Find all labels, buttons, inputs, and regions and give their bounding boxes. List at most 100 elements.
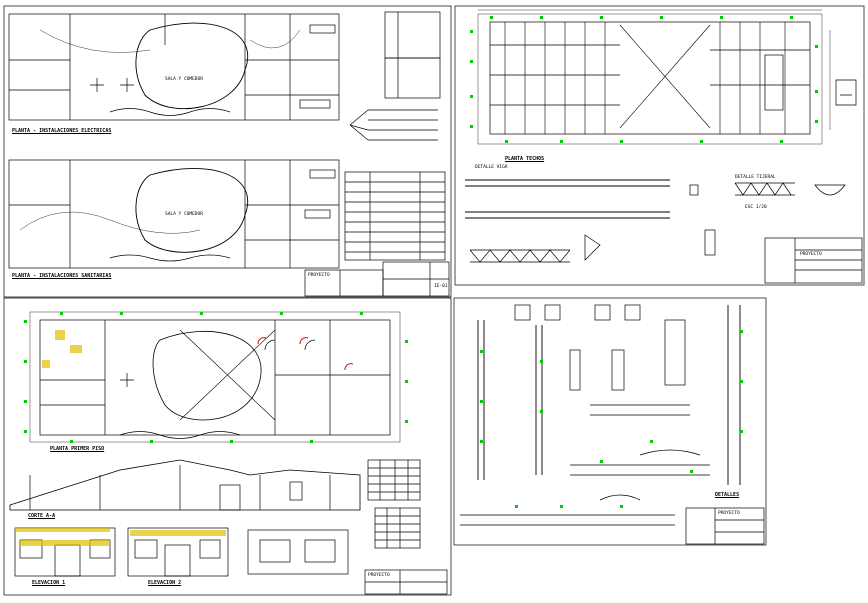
panel-bottom-left-border — [3, 297, 452, 596]
dimension-marker — [280, 312, 283, 315]
electrical-plan — [8, 13, 340, 121]
cartouche-tl-sheet: IE-01 — [434, 284, 448, 289]
dimension-marker — [480, 350, 483, 353]
cartouche-br-project: PROYECTO — [718, 511, 740, 516]
dimension-marker — [405, 380, 408, 383]
dimension-marker — [620, 140, 623, 143]
dimension-marker — [560, 140, 563, 143]
dimension-marker — [740, 330, 743, 333]
building-section — [9, 459, 361, 511]
top-left-cartouche — [304, 261, 450, 297]
cartouche-bl-project: PROYECTO — [368, 573, 390, 578]
dimension-marker — [505, 140, 508, 143]
room-label-sanitary: SALA Y COMEDOR — [165, 212, 203, 217]
dimension-marker — [24, 400, 27, 403]
hatch-fill — [130, 530, 226, 536]
dimension-marker — [780, 140, 783, 143]
dimension-marker — [660, 16, 663, 19]
dimension-marker — [690, 470, 693, 473]
dimension-marker — [480, 440, 483, 443]
roof-truss-title: DETALLE TIJERAL — [735, 175, 776, 180]
sanitary-plan — [8, 159, 340, 269]
dimension-marker — [24, 360, 27, 363]
bottom-left-cartouche — [364, 569, 448, 595]
dimension-marker — [405, 340, 408, 343]
dimension-marker — [470, 60, 473, 63]
dimension-marker — [470, 30, 473, 33]
dimension-marker — [540, 410, 543, 413]
dimension-marker — [150, 440, 153, 443]
dimension-marker — [515, 505, 518, 508]
elevation-1-title: ELEVACION 1 — [32, 580, 66, 586]
dimension-marker — [740, 430, 743, 433]
roof-detail-title: DETALLE VIGA — [475, 165, 508, 170]
panel-bottom-right-border — [453, 297, 767, 546]
dimension-marker — [310, 440, 313, 443]
hatch-fill — [20, 540, 110, 546]
dimension-marker — [480, 400, 483, 403]
dimension-marker — [815, 90, 818, 93]
elevation-2-title: ELEVACION 2 — [148, 580, 182, 586]
first-floor-plan — [29, 311, 401, 443]
bottom-right-cartouche — [685, 507, 765, 545]
dimension-marker — [120, 312, 123, 315]
top-right-cartouche — [764, 237, 863, 284]
dimension-marker — [470, 125, 473, 128]
hatch-fill — [70, 345, 82, 353]
roof-plan-title: PLANTA TECHOS — [505, 156, 545, 162]
cartouche-tl-project: PROYECTO — [308, 273, 330, 278]
hatch-fill — [42, 360, 50, 368]
panel-top-left-border — [3, 5, 452, 298]
sanitary-legend — [344, 171, 446, 261]
sanitary-plan-title: PLANTA - INSTALACIONES SANITARIAS — [12, 273, 112, 279]
dimension-marker — [740, 380, 743, 383]
dimension-marker — [600, 16, 603, 19]
dimension-marker — [560, 505, 563, 508]
room-label-sala: SALA Y COMEDOR — [165, 77, 203, 82]
dimension-marker — [24, 430, 27, 433]
elevation-rear — [247, 529, 349, 575]
dimension-marker — [790, 16, 793, 19]
dimension-marker — [600, 460, 603, 463]
dimension-marker — [700, 140, 703, 143]
dimension-marker — [70, 440, 73, 443]
details-title: DETALLES — [715, 492, 740, 498]
dimension-marker — [470, 95, 473, 98]
dimension-marker — [815, 120, 818, 123]
dimension-marker — [360, 312, 363, 315]
dimension-marker — [200, 312, 203, 315]
cartouche-tr-project: PROYECTO — [800, 252, 822, 257]
dimension-marker — [490, 16, 493, 19]
electrical-legend — [349, 11, 441, 141]
dimension-marker — [620, 505, 623, 508]
dimension-marker — [650, 440, 653, 443]
roof-scale-label: ESC 1/20 — [745, 205, 767, 210]
roof-details — [465, 179, 846, 263]
dimension-marker — [24, 320, 27, 323]
elevation-front — [14, 527, 116, 577]
dimension-marker — [230, 440, 233, 443]
door-swing-mark — [257, 337, 267, 345]
door-swing-mark — [344, 363, 354, 371]
dimension-marker — [405, 420, 408, 423]
dimension-marker — [60, 312, 63, 315]
dimension-marker — [540, 360, 543, 363]
section-a-title: CORTE A-A — [28, 513, 56, 519]
hatch-fill — [15, 528, 110, 532]
annotation-accents — [15, 16, 818, 546]
schedule-table-2 — [374, 507, 421, 549]
construction-details — [460, 304, 741, 526]
panel-top-right-border — [454, 5, 865, 286]
door-swing-mark — [299, 337, 309, 345]
schedule-table-1 — [367, 459, 421, 501]
dimension-marker — [720, 16, 723, 19]
first-floor-plan-title: PLANTA PRIMER PISO — [50, 446, 105, 452]
dimension-marker — [540, 16, 543, 19]
electrical-plan-title: PLANTA - INSTALACIONES ELECTRICAS — [12, 128, 112, 134]
dimension-marker — [815, 45, 818, 48]
roof-plan — [477, 9, 857, 145]
elevation-side — [127, 527, 229, 577]
hatch-fill — [55, 330, 65, 340]
